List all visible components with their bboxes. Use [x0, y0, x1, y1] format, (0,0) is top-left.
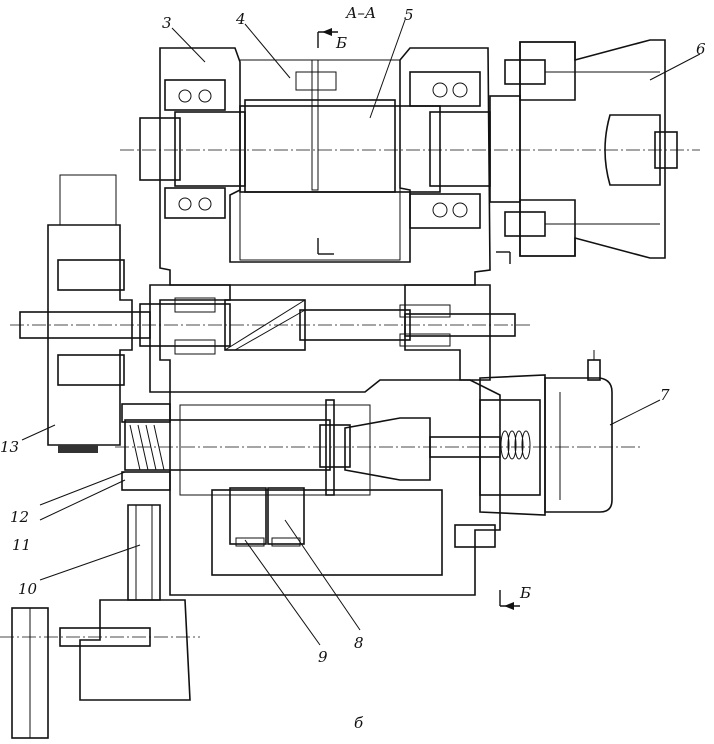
left-gear-wheel — [47, 174, 133, 453]
section-mark-top — [317, 28, 511, 264]
callout-6: 6 — [696, 40, 706, 58]
bracket-10 — [0, 504, 200, 739]
callout-13: 13 — [0, 438, 19, 456]
lower-housing — [169, 379, 501, 596]
callout-11: 11 — [12, 536, 31, 554]
middle-shaft — [10, 299, 530, 351]
motor-coupling-upper — [504, 39, 678, 259]
section-mark-bottom — [499, 590, 520, 610]
section-mark-bottom-label: Б — [519, 584, 531, 602]
callout-9: 9 — [318, 648, 328, 666]
lower-shaft — [115, 399, 640, 496]
callout-12: 12 — [10, 508, 29, 526]
section-mark-top-label: Б — [335, 34, 347, 52]
middle-housing — [149, 284, 491, 393]
leader-lines — [21, 19, 701, 646]
callout-7: 7 — [660, 386, 670, 404]
top-shaft — [120, 59, 700, 203]
view-caption: б — [354, 714, 364, 732]
callout-8: 8 — [354, 634, 364, 652]
callout-10: 10 — [18, 580, 38, 598]
callout-5: 5 — [404, 6, 414, 24]
gears-8-9 — [229, 487, 305, 547]
callout-3: 3 — [162, 14, 172, 32]
bearing-upper-right — [409, 71, 481, 229]
section-title: А–А — [345, 4, 376, 22]
bearing-upper-left — [164, 79, 226, 219]
motor-7 — [454, 350, 613, 548]
callout-4: 4 — [235, 10, 246, 28]
